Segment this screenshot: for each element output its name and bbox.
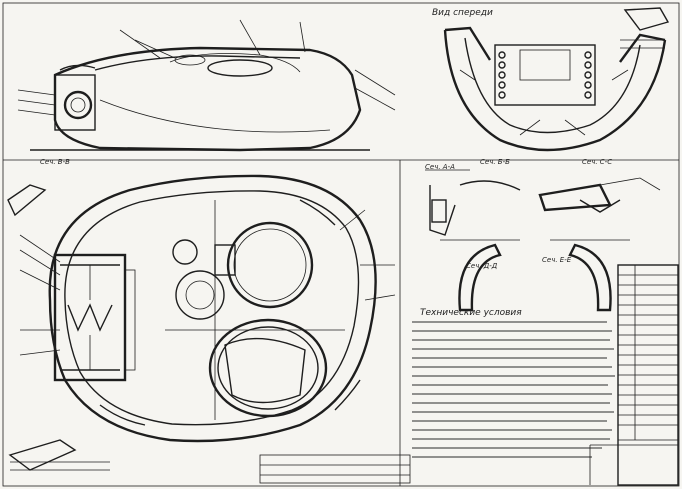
detail-left-bracket (7, 184, 47, 217)
bolt-row-right (584, 51, 592, 99)
bolt-row-left (498, 51, 506, 99)
section-label-a: Сеч. А-А (425, 163, 455, 171)
bottom-stamp-strip (259, 454, 411, 484)
section-label-d: Сеч. Д-Д (466, 262, 498, 270)
turret-plan-view (19, 174, 396, 443)
section-label-f: Сеч. В-В (40, 158, 70, 166)
turret-side-view (17, 19, 396, 152)
title-block (589, 264, 679, 486)
turret-front-view (443, 7, 670, 152)
section-label-c: Сеч. С-С (582, 158, 613, 166)
notes-block (412, 321, 615, 458)
detail-lower-left (8, 439, 110, 471)
notes-heading: Технические условия (420, 308, 522, 318)
section-details (425, 169, 661, 312)
section-label-b: Сеч. Б-Б (480, 158, 510, 166)
section-label-e: Сеч. Е-Е (542, 256, 572, 264)
front-view-heading: Вид спереди (432, 8, 493, 18)
